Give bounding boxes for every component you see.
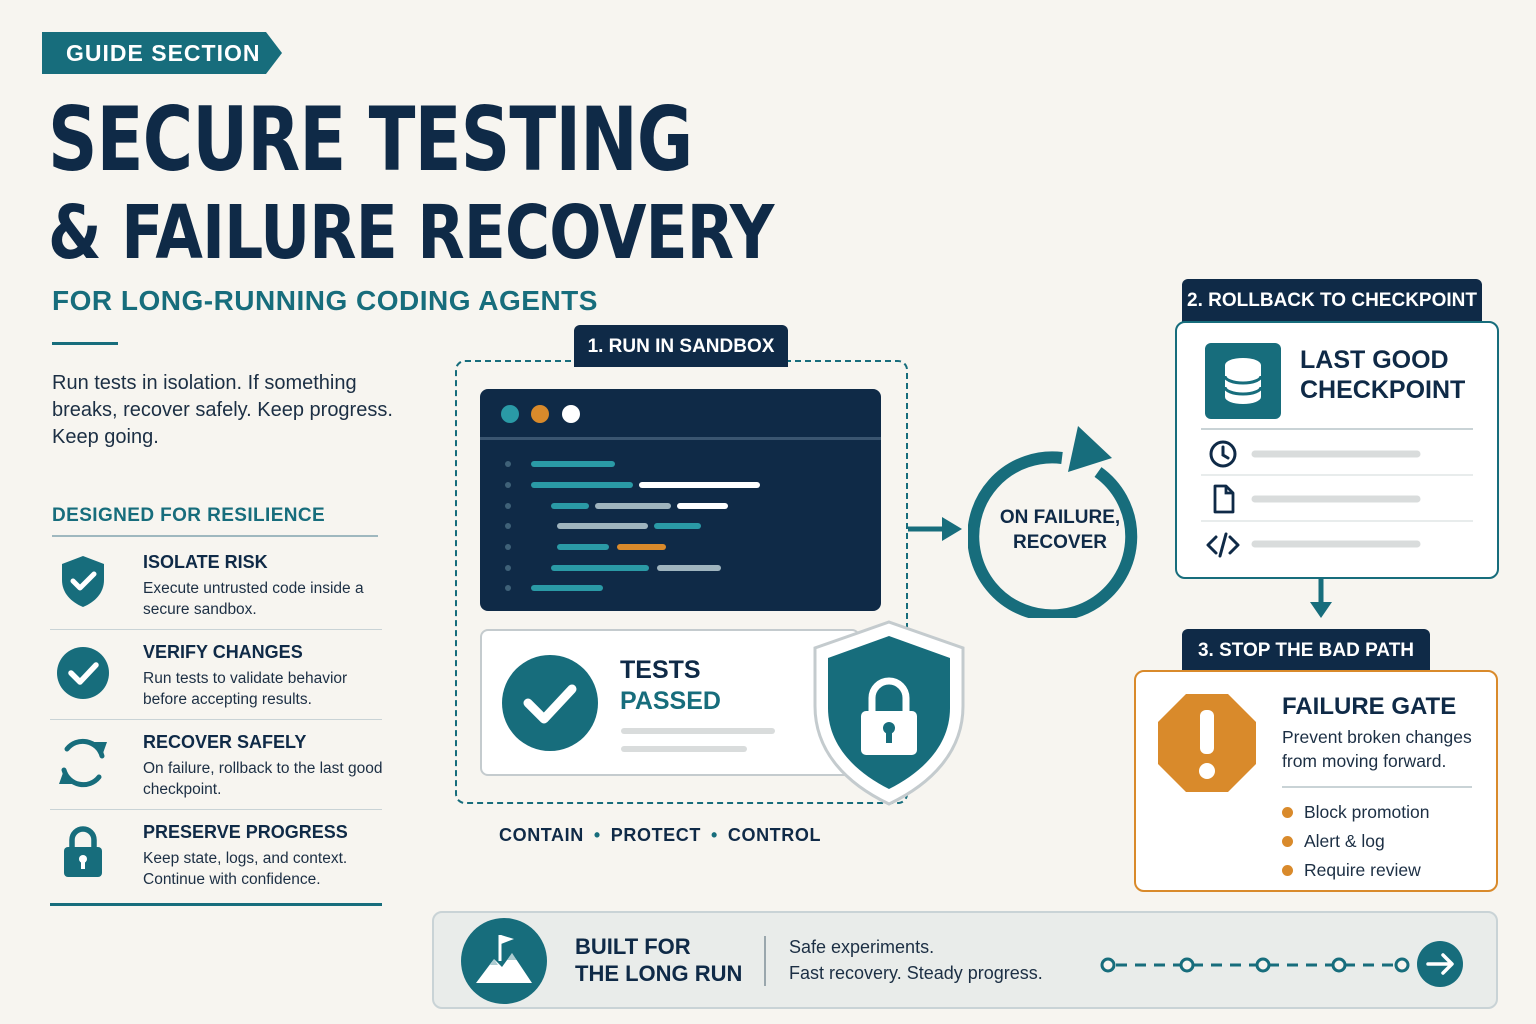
placeholder-lines (621, 728, 775, 752)
feature-heading: VERIFY CHANGES (143, 642, 303, 662)
recover-line2: RECOVER (1013, 532, 1107, 553)
passed-label: PASSED (620, 687, 721, 715)
footer-text-line1: Safe experiments. (789, 937, 935, 957)
checkpoint-rows (1201, 428, 1473, 548)
step-1-label: 1. RUN IN SANDBOX (574, 325, 788, 367)
code-editor-window (480, 389, 881, 611)
gate-bullet-item: Block promotion (1282, 798, 1429, 827)
gate-bullet-text: Require review (1304, 860, 1421, 880)
cycle-arrows-icon (59, 738, 107, 788)
shield-check-icon (62, 556, 104, 607)
checkpoint-title: LAST GOOD CHECKPOINT (1300, 345, 1465, 405)
gate-bullet-item: Alert & log (1282, 827, 1429, 856)
page-title-line1: SECURE TESTING (48, 88, 693, 191)
intro-text: Run tests in isolation. If something bre… (52, 372, 393, 448)
checkpoint-card (1175, 321, 1499, 579)
page-title-line2: & FAILURE RECOVERY (48, 190, 774, 276)
feature-list: ISOLATE RISK Execute untrusted code insi… (50, 540, 383, 906)
footer-title: BUILT FOR THE LONG RUN (575, 933, 742, 987)
large-shield-lock-icon (813, 620, 965, 806)
feature-isolate-risk: ISOLATE RISK Execute untrusted code insi… (50, 540, 382, 630)
failure-gate-title: FAILURE GATE (1282, 693, 1457, 720)
step-2-label: 2. ROLLBACK TO CHECKPOINT (1182, 279, 1482, 323)
guide-section-tag: GUIDE SECTION (42, 32, 282, 74)
gate-bullet-text: Block promotion (1304, 802, 1430, 822)
tests-passed-card (480, 629, 860, 776)
subtitle-divider (52, 342, 118, 345)
feature-heading: PRESERVE PROGRESS (143, 822, 348, 842)
gate-bullet-item: Require review (1282, 856, 1429, 885)
motto-dot: • (710, 825, 718, 845)
code-icon (1206, 532, 1240, 558)
footer-banner (432, 911, 1498, 1009)
warning-octagon-icon (1158, 694, 1256, 792)
failure-gate-description: Prevent broken changes from moving forwa… (1282, 727, 1472, 771)
footer-divider (764, 936, 766, 986)
database-icon (1205, 343, 1281, 419)
step-3-label: 3. STOP THE BAD PATH (1182, 629, 1430, 671)
checkpoint-title-line1: LAST GOOD (1300, 346, 1449, 374)
gate-bullet-text: Alert & log (1304, 831, 1385, 851)
checkpoint-title-line2: CHECKPOINT (1300, 376, 1466, 404)
recover-text: ON FAILURE, RECOVER (990, 505, 1130, 555)
footer-text: Safe experiments. Fast recovery. Steady … (789, 934, 1043, 986)
feature-recover-safely: RECOVER SAFELY On failure, rollback to t… (50, 720, 383, 810)
feature-heading: ISOLATE RISK (143, 552, 268, 572)
feature-heading: RECOVER SAFELY (143, 732, 307, 752)
check-circle-icon (57, 647, 109, 699)
file-icon (1213, 484, 1235, 514)
padlock-icon (64, 826, 102, 877)
recover-line1: ON FAILURE, (999, 507, 1121, 528)
arrow-right-icon (908, 517, 962, 541)
bullet-dot (1282, 807, 1293, 818)
footer-title-line2: THE LONG RUN (575, 961, 743, 986)
resilience-divider (52, 535, 378, 537)
recover-cycle-ring (968, 426, 1138, 618)
code-editor-graphic (480, 405, 881, 591)
feature-description: Run tests to validate behavior before ac… (143, 670, 348, 708)
page-subtitle: FOR LONG-RUNNING CODING AGENTS (52, 285, 598, 316)
tests-label: TESTS (620, 656, 701, 684)
progress-timeline (1100, 941, 1463, 987)
motto-contain: CONTAIN (499, 825, 584, 845)
bullet-dot (1282, 836, 1293, 847)
failure-gate-bullets: Block promotion Alert & log Require revi… (1282, 798, 1429, 885)
motto-control: CONTROL (727, 825, 822, 845)
feature-description: Execute untrusted code inside a secure s… (143, 580, 364, 618)
failure-gate-card (1134, 670, 1498, 892)
footer-title-line1: BUILT FOR (575, 934, 691, 959)
mountain-flag-icon (461, 918, 547, 1004)
feature-verify-changes: VERIFY CHANGES Run tests to validate beh… (50, 630, 382, 720)
failure-gate-divider (1282, 786, 1472, 788)
arrow-down-icon (1310, 578, 1332, 618)
footer-text-line2: Fast recovery. Steady progress. (789, 963, 1043, 983)
feature-description: On failure, rollback to the last good ch… (143, 760, 383, 798)
sandbox-motto: CONTAIN • PROTECT • CONTROL (499, 825, 821, 846)
feature-preserve-progress: PRESERVE PROGRESS Keep state, logs, and … (50, 810, 382, 906)
feature-description: Keep state, logs, and context. Continue … (143, 850, 348, 888)
resilience-heading: DESIGNED FOR RESILIENCE (52, 505, 326, 526)
bullet-dot (1282, 865, 1293, 876)
clock-icon (1209, 440, 1237, 468)
check-circle-icon (502, 655, 598, 751)
motto-dot: • (593, 825, 601, 845)
motto-protect: PROTECT (610, 825, 701, 845)
tests-passed-text: TESTS PASSED (620, 655, 721, 717)
